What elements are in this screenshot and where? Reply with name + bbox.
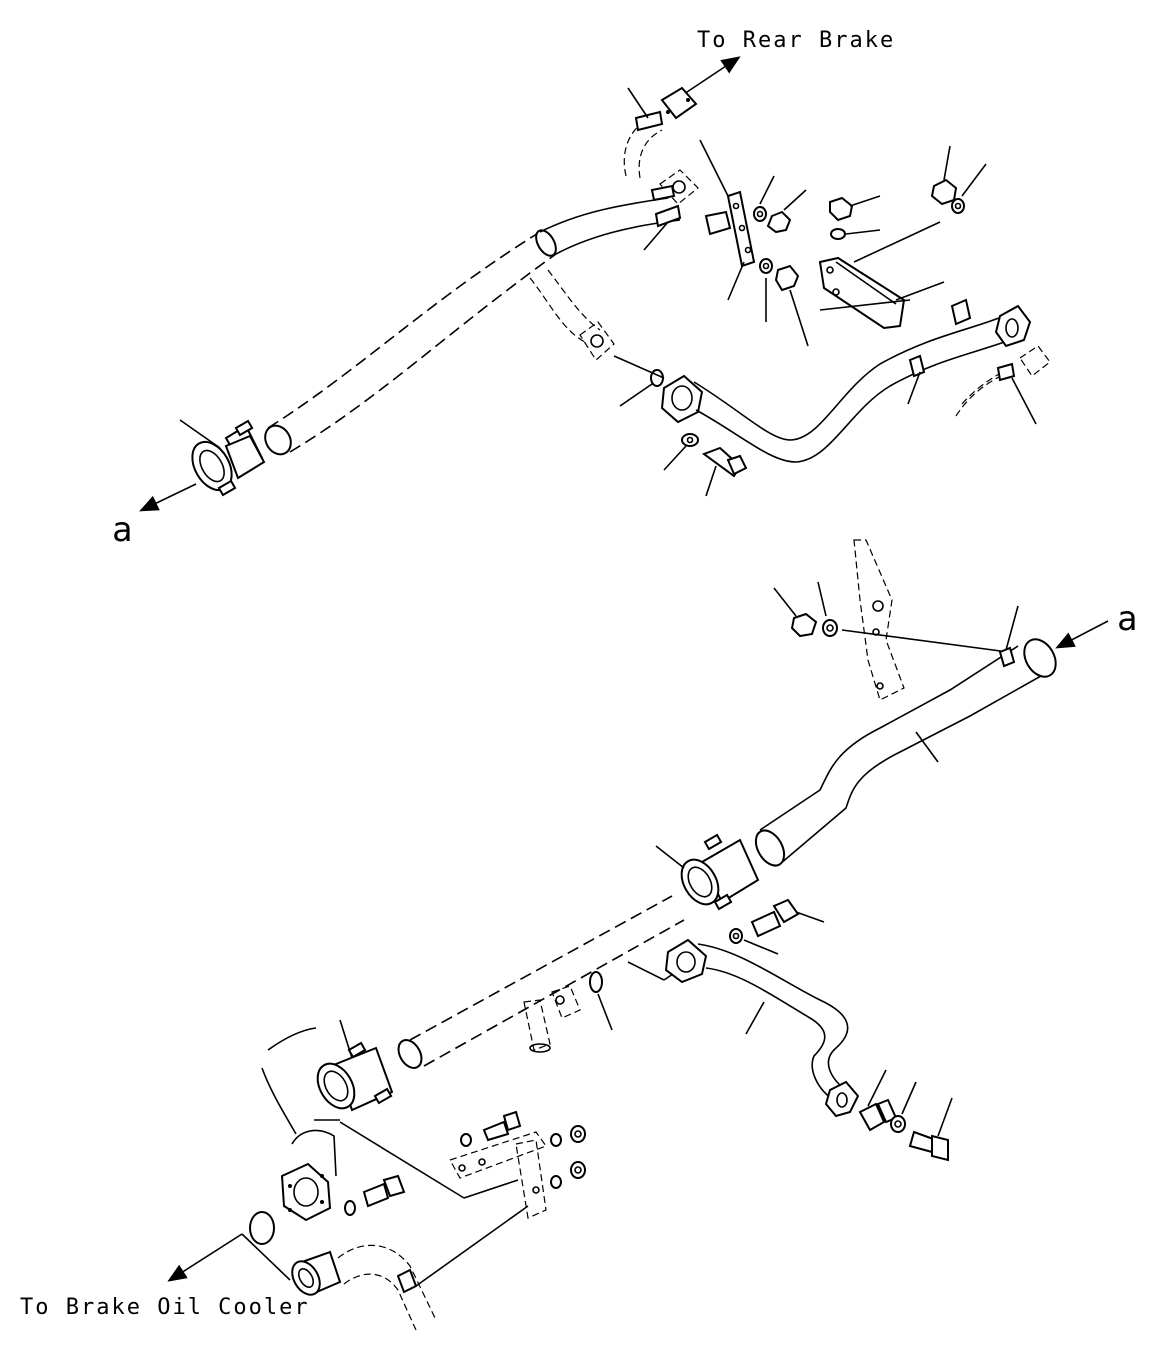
to-brake-oil-cooler-label: To Brake Oil Cooler [20,1295,310,1320]
upper-bottom-fasteners [613,355,748,497]
upper-bracket-plate [699,139,756,301]
lower-left-coupling [316,1019,394,1112]
upper-tee-flange [643,169,732,251]
lower-o-ring [589,971,613,1031]
upper-right-dashed-branch [955,345,1051,425]
upper-tee-branch [529,269,615,361]
to-brake-oil-cooler-arrow [167,1233,243,1282]
middle-hose-coupling [655,833,760,911]
lower-dashed-tube [397,895,685,1069]
upper-fasteners [753,145,987,347]
reference-a-right: a [1117,599,1137,639]
lower-bottom-hose [241,1205,529,1331]
lower-middle-bracket [339,1110,586,1219]
lower-right-tube [754,605,1057,867]
lower-bolt-washer [729,898,825,955]
to-rear-brake-label: To Rear Brake [697,28,895,53]
lower-right-bracket [773,539,1009,701]
upper-long-tube [264,197,681,456]
to-rear-brake-arrow [683,56,741,95]
ref-a-right-arrow [1055,620,1109,649]
upper-angle-bracket [818,221,945,330]
reference-a-top: a [112,510,132,550]
lower-curved-pipe [664,938,860,1118]
lower-clip-bolt [858,1069,953,1162]
ref-a-top-arrow [139,483,197,512]
lower-left-elbow [249,1027,406,1245]
upper-hose-coupling [179,419,266,497]
upper-curved-pipe [660,298,1032,463]
rear-brake-tube [623,86,698,179]
